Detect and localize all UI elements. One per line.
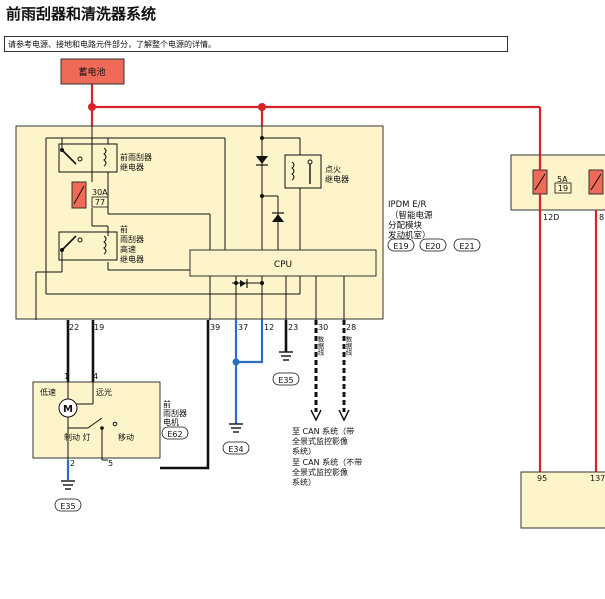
power-junction	[88, 103, 96, 111]
ipdm-name: IPDM E/R	[388, 200, 426, 210]
right-fuse-module: 5A 19 12D 8	[510, 154, 605, 472]
relay1-label-1: 前雨刮器	[120, 152, 152, 162]
reference-note: 请参考电源、接地和电路元件部分，了解整个电源的详情。	[4, 36, 508, 52]
ground-e35-bottom: E35	[54, 480, 82, 512]
fuse-number: 77	[95, 198, 105, 207]
can-notes: 至 CAN 系统（带 全景式监控影像 系统） 至 CAN 系统（不带 全景式监控…	[292, 426, 362, 487]
bottom-module: 95 137	[520, 471, 605, 529]
right-fuse-amp: 5A	[557, 175, 568, 184]
diode-icon	[240, 156, 284, 288]
ipdm-description: IPDM E/R （智能电源 分配模块 发动机室） E19 E20 E21	[387, 200, 481, 252]
motor-pin-2: 2	[70, 459, 75, 468]
right-fuse-number: 19	[558, 184, 568, 193]
ground-label: E35	[278, 376, 293, 385]
bottom-pin-95: 95	[537, 474, 547, 483]
motor-name-1: 前	[163, 399, 171, 409]
can-note-1b: 全景式监控影像	[292, 436, 348, 446]
ipdm-module: 前雨刮器 继电器 30A 77 前 雨刮器 高速 继电器	[15, 125, 384, 320]
ipdm-desc-3: 发动机室）	[388, 230, 431, 241]
relay2-label-2: 雨刮器	[120, 234, 144, 244]
page-title: 前雨刮器和清洗器系统	[6, 5, 157, 23]
blue-wires	[66, 320, 264, 480]
front-wiper-high-relay: 前 雨刮器 高速 继电器	[58, 224, 144, 264]
relay1-label-2: 继电器	[120, 162, 144, 172]
motor-pin-4: 4	[93, 372, 98, 381]
motor-connector: E62	[167, 430, 182, 439]
can-note-1c: 系统）	[292, 446, 316, 456]
data-line-label-1: 数据线	[316, 335, 324, 356]
external-wires	[66, 320, 288, 470]
motor-icon-letter: M	[63, 404, 73, 415]
relay3-label-2: 继电器	[325, 174, 349, 184]
fuse-amp: 30A	[92, 188, 108, 197]
can-data-lines: 数据线 数据线	[310, 320, 352, 422]
connector-e19: E19	[393, 242, 408, 251]
ignition-relay: 点火 继电器	[284, 154, 349, 189]
relay3-label-1: 点火	[325, 165, 341, 174]
wiper-motor: 1 4 低速 远光 M 制动 灯 移动 2 5 前 雨刮器 电机 E62	[32, 372, 189, 468]
relay2-label-1: 前	[120, 224, 128, 234]
ground-label: E35	[60, 502, 75, 511]
bottom-pin-137: 137	[590, 474, 605, 483]
pin-39: 39	[210, 323, 220, 332]
motor-move-label: 移动	[118, 432, 134, 442]
ipdm-desc-2: 分配模块	[388, 220, 423, 231]
pin-28: 28	[346, 323, 356, 332]
can-note-2a: 至 CAN 系统（不带	[292, 457, 362, 467]
motor-name-2: 雨刮器	[163, 408, 187, 418]
motor-icon	[58, 398, 78, 418]
motor-name-3: 电机	[163, 417, 179, 427]
ground-label: E34	[228, 445, 243, 454]
relay2-label-4: 继电器	[120, 254, 144, 264]
can-note-1a: 至 CAN 系统（带	[292, 426, 354, 436]
pin-22: 22	[69, 323, 79, 332]
motor-pin-5: 5	[108, 459, 113, 468]
power-junction	[258, 103, 266, 111]
right-pin-8: 8	[599, 213, 604, 222]
battery-label: 蓄电池	[78, 66, 105, 78]
motor-low-label: 低速	[40, 387, 56, 397]
relay2-label-3: 高速	[120, 244, 136, 254]
ipdm-pins: 22 19 39 37 12 23 30 28	[69, 323, 356, 332]
connector-e20: E20	[425, 242, 440, 251]
pin-23: 23	[288, 323, 298, 332]
motor-high-label: 远光	[96, 387, 112, 397]
ipdm-desc-1: （智能电源	[390, 210, 433, 221]
pin-37: 37	[238, 323, 248, 332]
front-wiper-relay: 前雨刮器 继电器	[58, 143, 152, 173]
pin-30: 30	[318, 323, 328, 332]
pin-12: 12	[264, 323, 274, 332]
can-note-2c: 系统）	[292, 477, 316, 487]
cpu-label: CPU	[274, 260, 292, 270]
right-pin-12d: 12D	[543, 213, 559, 222]
battery: 蓄电池	[60, 58, 125, 85]
fuse-30a: 30A 77	[71, 181, 109, 209]
connector-e21: E21	[459, 242, 474, 251]
ground-e34: E34	[222, 423, 250, 455]
ground-e35-top: E35	[272, 351, 300, 386]
can-note-2b: 全景式监控影像	[292, 467, 348, 477]
motor-pin-1: 1	[64, 372, 69, 381]
pin-19: 19	[94, 323, 104, 332]
data-line-label-2: 数据线	[344, 335, 352, 356]
motor-brake-label: 制动 灯	[64, 432, 91, 442]
cpu-block: CPU	[189, 249, 377, 277]
